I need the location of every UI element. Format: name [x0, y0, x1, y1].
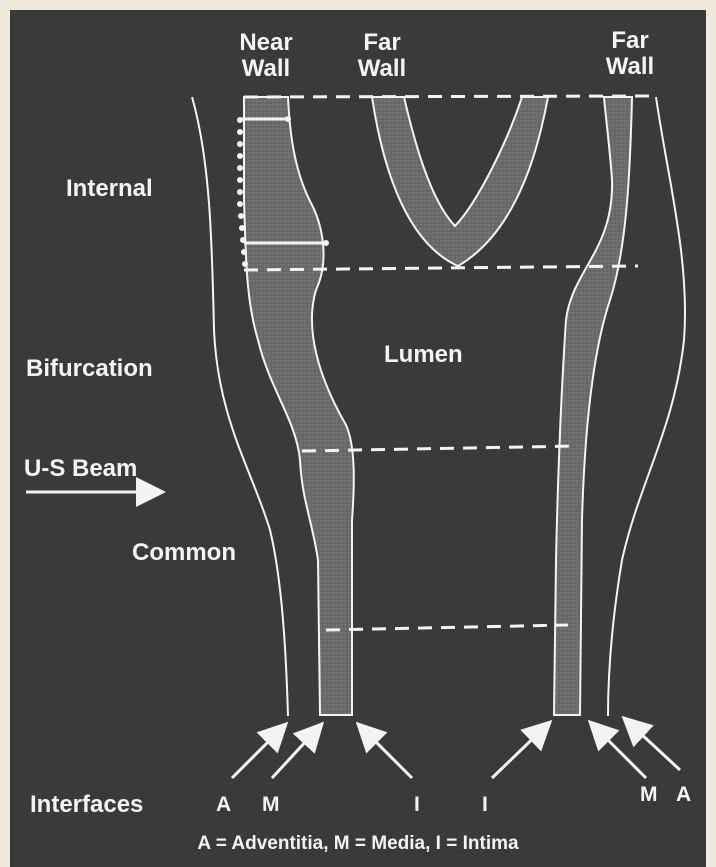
interface-label-far-adventitia: A [676, 782, 691, 808]
interface-label-near-adventitia: A [216, 792, 231, 818]
boundary-common-bottom [326, 625, 568, 630]
header-far-wall-mid: Far Wall [342, 30, 422, 82]
arrow-far-intima [492, 724, 548, 778]
header-near-wall: Near Wall [226, 30, 306, 82]
header-far-wall-mid-line1: Far [342, 30, 422, 56]
segment-label-bifurcation: Bifurcation [26, 356, 153, 382]
near-wall-media-region [244, 97, 354, 715]
far-wall-media-region [554, 97, 632, 715]
interface-arrows [232, 720, 680, 778]
boundary-top [244, 96, 652, 97]
lumen-label: Lumen [384, 342, 463, 368]
header-far-wall-right-line1: Far [590, 28, 670, 54]
interface-label-far-media: M [640, 782, 658, 808]
interface-label-near-intima: I [414, 792, 420, 818]
header-far-wall-mid-line2: Wall [342, 56, 422, 82]
header-near-wall-line2: Wall [226, 56, 306, 82]
flow-divider-region [372, 97, 548, 266]
interface-label-far-intima: I [482, 792, 488, 818]
arrow-near-media [272, 726, 320, 778]
arrow-near-adventitia [232, 726, 284, 778]
header-near-wall-line1: Near [226, 30, 306, 56]
interface-label-near-media: M [262, 792, 280, 818]
segment-label-common: Common [132, 540, 236, 566]
segment-label-internal: Internal [66, 176, 153, 202]
abbreviation-legend: A = Adventitia, M = Media, I = Intima [0, 833, 716, 855]
header-far-wall-right: Far Wall [590, 28, 670, 80]
us-beam-label: U-S Beam [24, 456, 137, 482]
header-far-wall-right-line2: Wall [590, 54, 670, 80]
arrow-near-intima [360, 726, 412, 778]
arrow-far-adventitia [626, 720, 680, 770]
interfaces-title: Interfaces [30, 792, 143, 818]
